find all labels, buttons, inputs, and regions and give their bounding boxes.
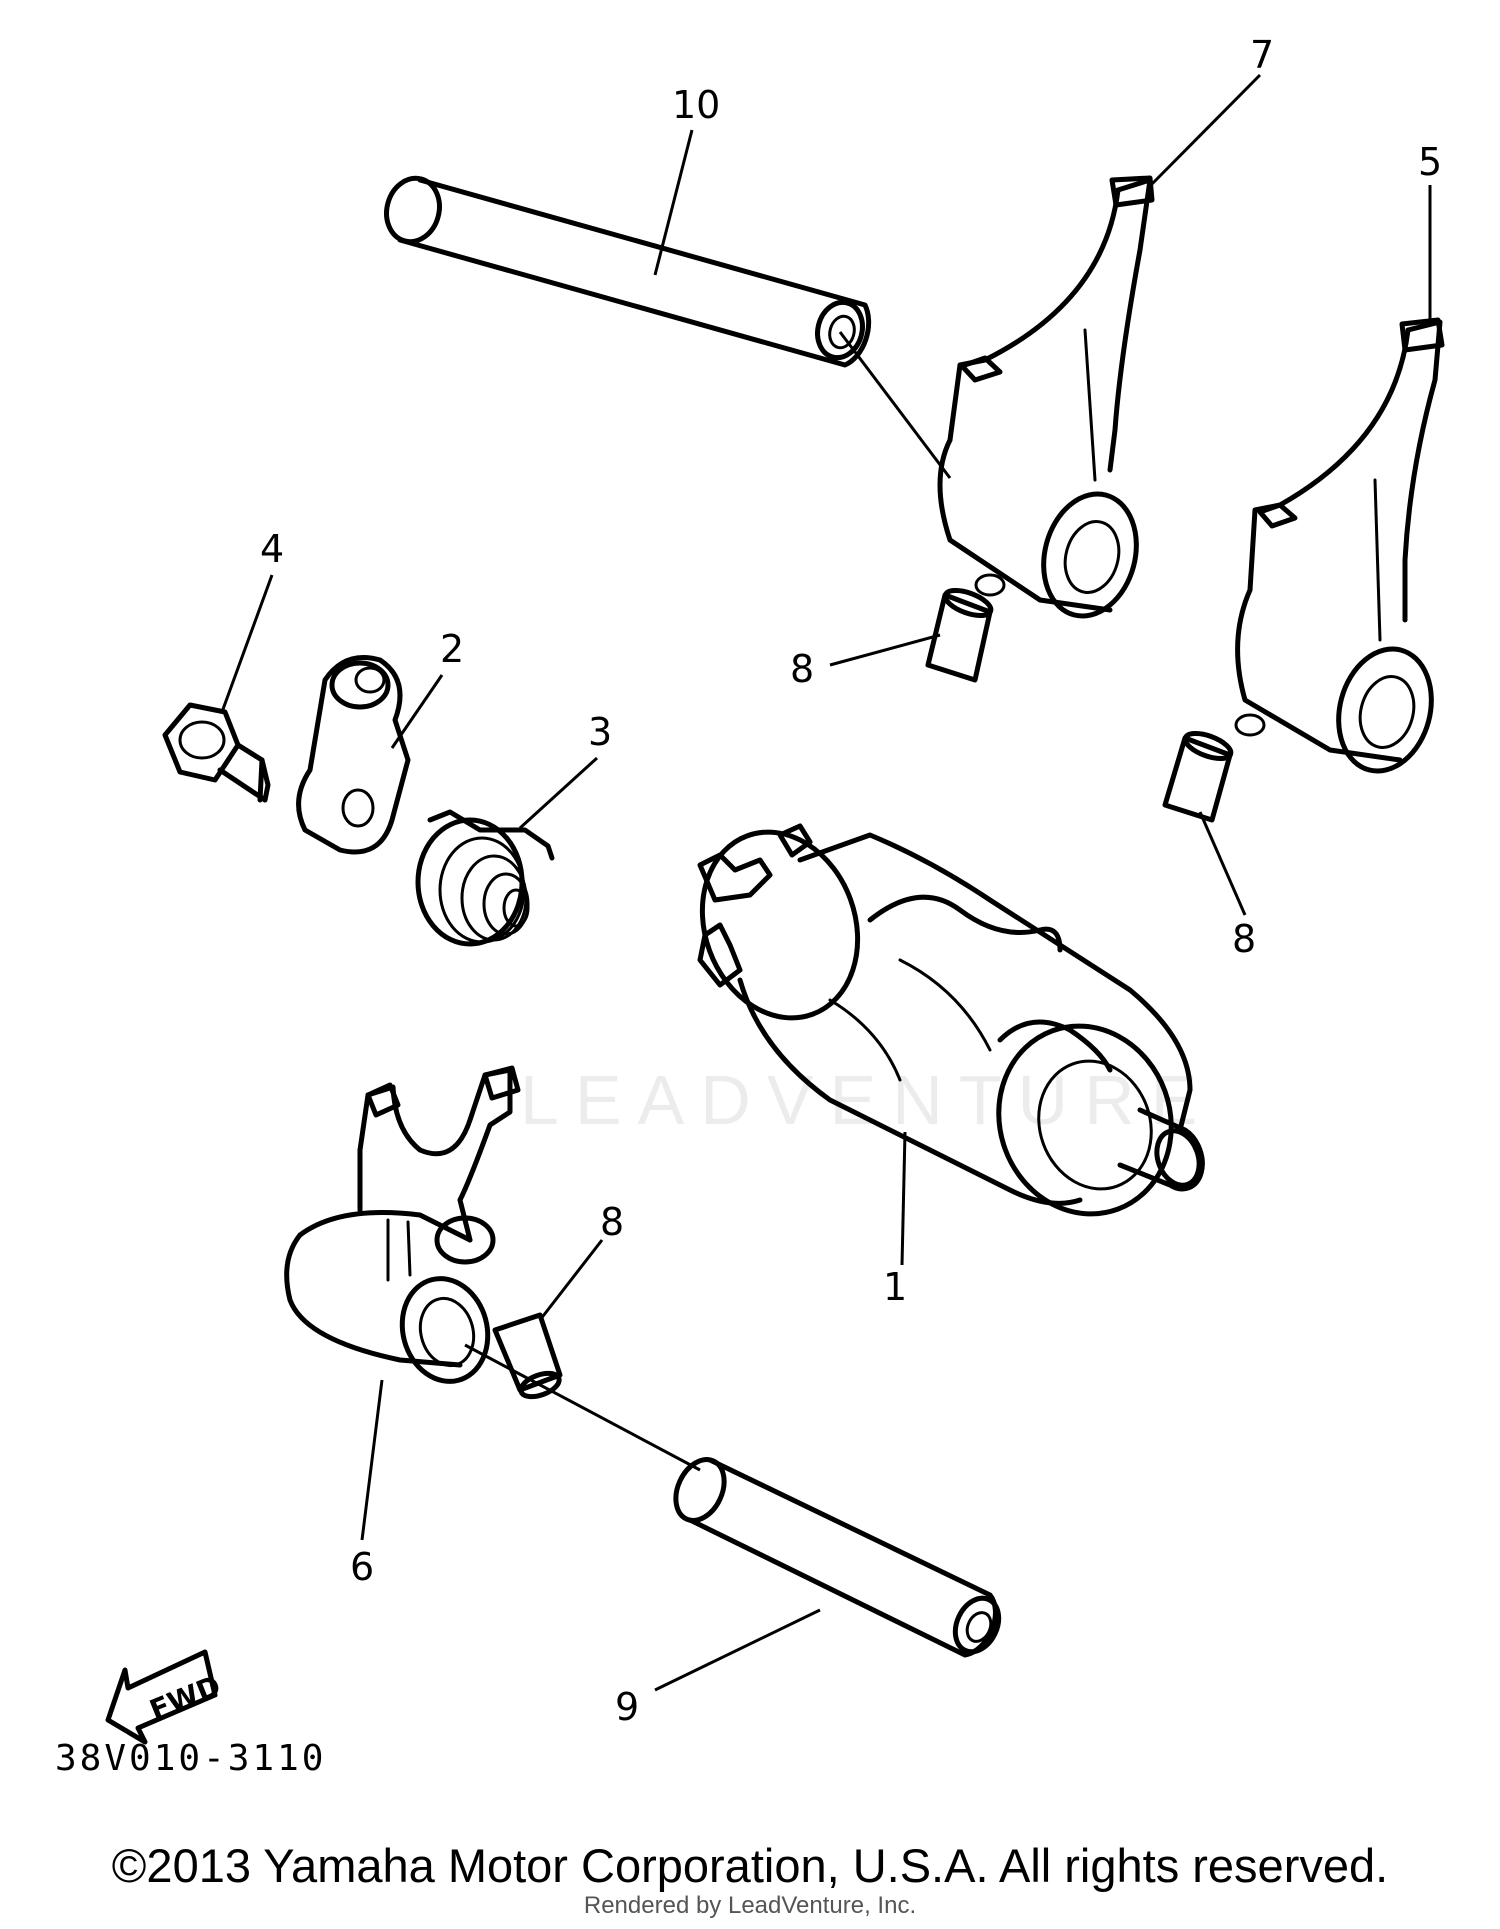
torsion-spring-3 (415, 809, 555, 947)
callout-3: 3 (588, 710, 612, 754)
stopper-lever-2 (296, 655, 411, 855)
callout-8-right: 8 (1232, 917, 1256, 961)
callout-9: 9 (615, 1685, 639, 1729)
rendered-by-notice: Rendered by LeadVenture, Inc. (583, 1892, 917, 1919)
callout-8-upper: 8 (790, 647, 814, 691)
fwd-label: FWD (145, 1669, 225, 1727)
callout-10: 10 (672, 83, 720, 127)
leader-lines (220, 73, 1432, 1692)
callout-1: 1 (883, 1265, 907, 1309)
guide-pin-8-upper (925, 588, 994, 683)
watermark: LEADVENTURE (520, 1061, 1214, 1139)
fwd-arrow-icon: FWD (105, 1649, 225, 1745)
bolt-4 (162, 702, 271, 803)
callout-4: 4 (260, 527, 284, 571)
shift-fork-6 (284, 1065, 521, 1384)
guide-pin-8-lower (492, 1312, 563, 1400)
shift-fork-7 (937, 175, 1155, 619)
callout-5: 5 (1418, 140, 1442, 184)
callout-7: 7 (1250, 33, 1274, 77)
guide-bar-upper (384, 175, 872, 368)
callout-2: 2 (440, 627, 464, 671)
callout-8-lower: 8 (600, 1200, 624, 1244)
drawing-code: 38V010-3110 (55, 1738, 327, 1779)
callout-6: 6 (350, 1545, 374, 1589)
guide-bar-lower (673, 1457, 1002, 1658)
shift-cam-1 (697, 823, 1205, 1217)
copyright-notice: ©2013 Yamaha Motor Corporation, U.S.A. A… (111, 1839, 1389, 1892)
guide-pin-8-right (1162, 731, 1234, 823)
shift-fork-5 (1234, 317, 1445, 774)
